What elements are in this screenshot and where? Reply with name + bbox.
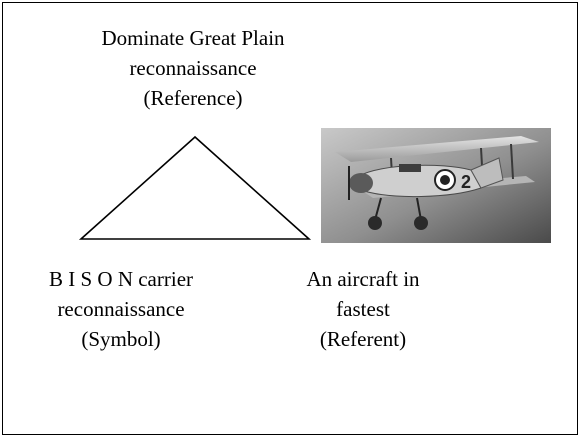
triangle-shape — [78, 135, 312, 240]
symbol-line-2: reconnaissance — [57, 297, 185, 321]
referent-line-1: An aircraft in — [306, 267, 420, 291]
symbol-label: B I S O N carrier reconnaissance (Symbol… — [21, 264, 221, 354]
referent-line-3: (Referent) — [319, 327, 407, 351]
reference-label: Dominate Great Plain reconnaissance (Ref… — [53, 23, 333, 113]
reference-line-1: Dominate Great Plain — [101, 26, 285, 50]
aircraft-marking: 2 — [461, 172, 471, 192]
referent-line-2: fastest — [336, 297, 390, 321]
reference-line-2: reconnaissance — [129, 56, 257, 80]
reference-line-3: (Reference) — [143, 86, 243, 110]
semiotic-triangle — [78, 135, 312, 240]
referent-label: An aircraft in fastest (Referent) — [283, 264, 443, 354]
biplane-photo: 2 — [321, 128, 551, 243]
symbol-line-3: (Symbol) — [81, 327, 161, 351]
symbol-line-1: B I S O N carrier — [48, 267, 194, 291]
